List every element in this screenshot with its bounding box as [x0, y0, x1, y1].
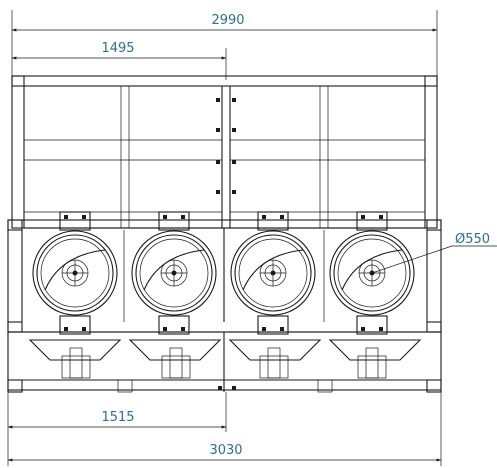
fan-row-housing: [7, 219, 442, 333]
fan-4: [329, 211, 415, 335]
fan-2: [131, 211, 217, 335]
fan-1: [32, 211, 118, 335]
fan-3: [230, 211, 316, 335]
dimension-label-2990: 2990: [211, 13, 244, 28]
dimension-label-3030: 3030: [209, 443, 242, 458]
dimension-bottom-overall: 3030: [7, 392, 442, 466]
upper-frame: [11, 75, 438, 229]
lower-base: [7, 331, 442, 393]
dimension-top-overall: 2990: [11, 10, 438, 80]
dimension-diameter: Ø550: [371, 232, 497, 274]
dimension-bottom-half: 1515: [7, 392, 227, 432]
dimension-top-half: 1495: [11, 41, 227, 80]
dimension-label-1495: 1495: [101, 41, 134, 56]
dimension-label-diameter: Ø550: [455, 232, 490, 247]
dimension-label-1515: 1515: [101, 410, 134, 425]
